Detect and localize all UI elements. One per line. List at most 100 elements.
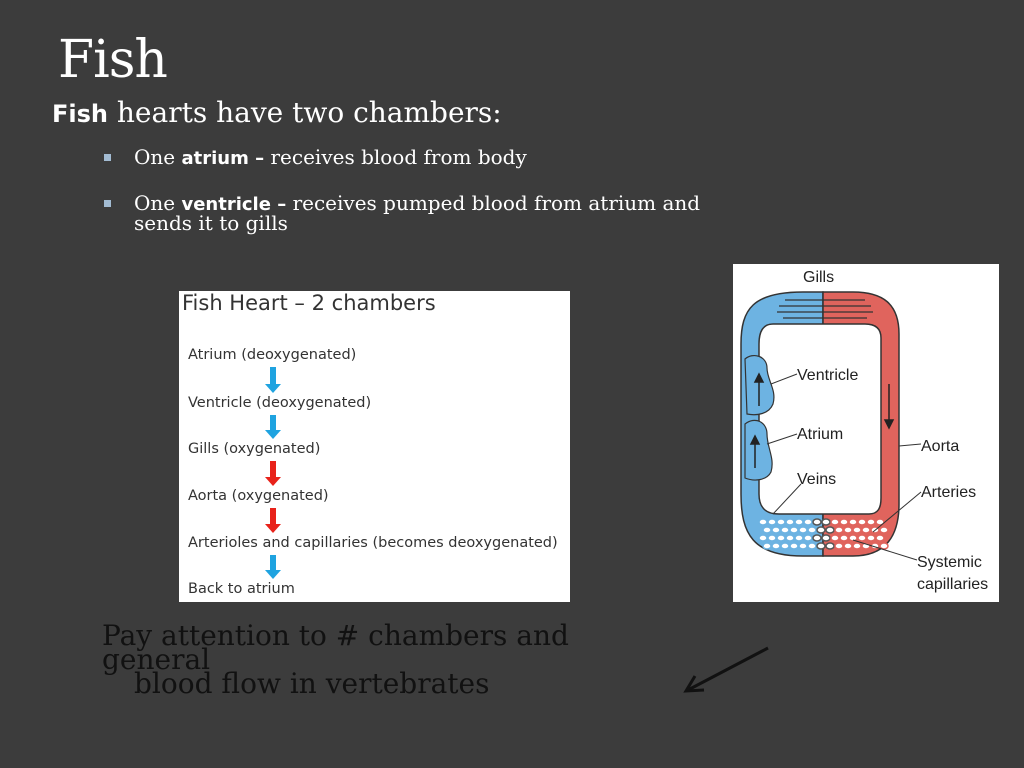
capillary-cell bbox=[866, 518, 876, 526]
capillary-cell bbox=[875, 534, 885, 542]
capillary-cell bbox=[848, 518, 858, 526]
capillary-cell bbox=[812, 518, 822, 526]
bullet-ventricle: One ventricle – receives pumped blood fr… bbox=[104, 191, 704, 235]
bullet-text: receives blood from body bbox=[264, 145, 527, 169]
flow-direction-arrows bbox=[749, 372, 895, 468]
capillary-cell bbox=[848, 534, 858, 542]
atrium-chamber bbox=[744, 419, 773, 481]
capillary-cell bbox=[767, 534, 777, 542]
square-bullet-icon bbox=[104, 200, 111, 207]
slide-title: Fish bbox=[58, 30, 168, 90]
label-arteries: Arteries bbox=[921, 484, 976, 501]
capillary-cell bbox=[839, 534, 849, 542]
slide-subtitle: Fish hearts have two chambers: bbox=[52, 96, 502, 129]
bullet-term: ventricle – bbox=[181, 194, 287, 215]
capillary-cell bbox=[857, 518, 867, 526]
capillary-cell bbox=[825, 526, 835, 534]
capillary-cell bbox=[762, 526, 772, 534]
label-ventricle: Ventricle bbox=[797, 367, 858, 384]
label-systemic: Systemic bbox=[917, 554, 982, 571]
capillary-cell bbox=[758, 534, 768, 542]
bullet-prefix: One bbox=[134, 191, 182, 215]
capillary-cell bbox=[816, 542, 826, 550]
footnote-line-1: Pay attention to # chambers and general bbox=[102, 619, 569, 676]
flow-down-arrow-icon bbox=[265, 555, 281, 579]
capillary-cell bbox=[771, 542, 781, 550]
flow-step: Back to atrium bbox=[188, 581, 295, 597]
capillary-cell bbox=[776, 518, 786, 526]
capillary-cell bbox=[798, 526, 808, 534]
circulation-diagram: Gills Ventricle Atrium Veins Aorta Arter… bbox=[740, 269, 988, 593]
capillary-cell bbox=[830, 518, 840, 526]
capillary-cell bbox=[776, 534, 786, 542]
capillary-cell bbox=[843, 542, 853, 550]
capillary-cell bbox=[834, 526, 844, 534]
capillary-cell bbox=[879, 542, 889, 550]
flow-down-arrow-icon bbox=[265, 508, 281, 533]
capillary-cell bbox=[807, 542, 817, 550]
square-bullet-icon bbox=[104, 154, 111, 161]
capillary-cell bbox=[812, 534, 822, 542]
capillary-cell bbox=[780, 526, 790, 534]
bullet-list: One atrium – receives blood from body On… bbox=[104, 145, 704, 235]
capillary-cell bbox=[794, 518, 804, 526]
flow-step: Arterioles and capillaries (becomes deox… bbox=[188, 535, 558, 551]
capillary-cell bbox=[857, 534, 867, 542]
capillary-cell bbox=[785, 534, 795, 542]
capillary-cell bbox=[798, 542, 808, 550]
flow-down-arrow-icon bbox=[265, 415, 281, 439]
label-veins: Veins bbox=[797, 471, 836, 488]
capillary-cell bbox=[866, 534, 876, 542]
flow-arrows bbox=[265, 367, 281, 579]
capillary-cell bbox=[794, 534, 804, 542]
capillary-cell bbox=[758, 518, 768, 526]
capillary-cell bbox=[803, 534, 813, 542]
label-capillaries: capillaries bbox=[917, 576, 988, 593]
bullet-text: receives pumped blood from atrium and se… bbox=[134, 191, 701, 235]
capillary-cell bbox=[762, 542, 772, 550]
capillary-cell bbox=[852, 542, 862, 550]
capillary-cell bbox=[834, 542, 844, 550]
pointer-arrow-icon bbox=[683, 646, 769, 693]
capillary-cell bbox=[785, 518, 795, 526]
diagram-labels: Gills Ventricle Atrium Veins Aorta Arter… bbox=[797, 269, 988, 593]
flow-step: Gills (oxygenated) bbox=[188, 441, 321, 457]
capillary-cell bbox=[780, 542, 790, 550]
capillary-cell bbox=[830, 534, 840, 542]
footnote: Pay attention to # chambers and general … bbox=[102, 622, 662, 700]
capillary-cell bbox=[825, 542, 835, 550]
capillary-cell bbox=[771, 526, 781, 534]
label-aorta: Aorta bbox=[921, 438, 959, 455]
inner-cavity bbox=[758, 323, 882, 515]
capillary-cell bbox=[875, 518, 885, 526]
flow-down-arrow-icon bbox=[265, 461, 281, 486]
flow-step: Atrium (deoxygenated) bbox=[188, 347, 357, 363]
capillary-cell bbox=[767, 518, 777, 526]
capillary-cell bbox=[843, 526, 853, 534]
label-leaders bbox=[766, 373, 922, 561]
bullet-atrium: One atrium – receives blood from body bbox=[104, 145, 704, 169]
capillary-bed bbox=[758, 518, 889, 550]
fish-heart-diagram: Gills Ventricle Atrium Veins Aorta Arter… bbox=[733, 264, 999, 602]
footnote-line-2: blood flow in vertebrates bbox=[134, 667, 490, 700]
bullet-prefix: One bbox=[134, 145, 182, 169]
capillary-cell bbox=[789, 542, 799, 550]
capillary-cell bbox=[821, 518, 831, 526]
capillary-cell bbox=[879, 526, 889, 534]
subtitle-text: hearts have two chambers: bbox=[108, 96, 502, 129]
capillary-cell bbox=[821, 534, 831, 542]
subtitle-bold: Fish bbox=[52, 100, 108, 128]
gill-lines bbox=[777, 299, 873, 319]
capillary-cell bbox=[852, 526, 862, 534]
flow-step: Ventricle (deoxygenated) bbox=[188, 395, 372, 411]
capillary-cell bbox=[861, 526, 871, 534]
capillary-cell bbox=[803, 518, 813, 526]
label-atrium: Atrium bbox=[797, 426, 843, 443]
flow-panel-title: Fish Heart – 2 chambers bbox=[182, 291, 436, 315]
flow-step: Aorta (oxygenated) bbox=[188, 488, 329, 504]
flow-down-arrow-icon bbox=[265, 367, 281, 393]
bullet-term: atrium – bbox=[181, 148, 265, 169]
label-gills: Gills bbox=[803, 269, 834, 286]
capillary-cell bbox=[839, 518, 849, 526]
capillary-cell bbox=[816, 526, 826, 534]
